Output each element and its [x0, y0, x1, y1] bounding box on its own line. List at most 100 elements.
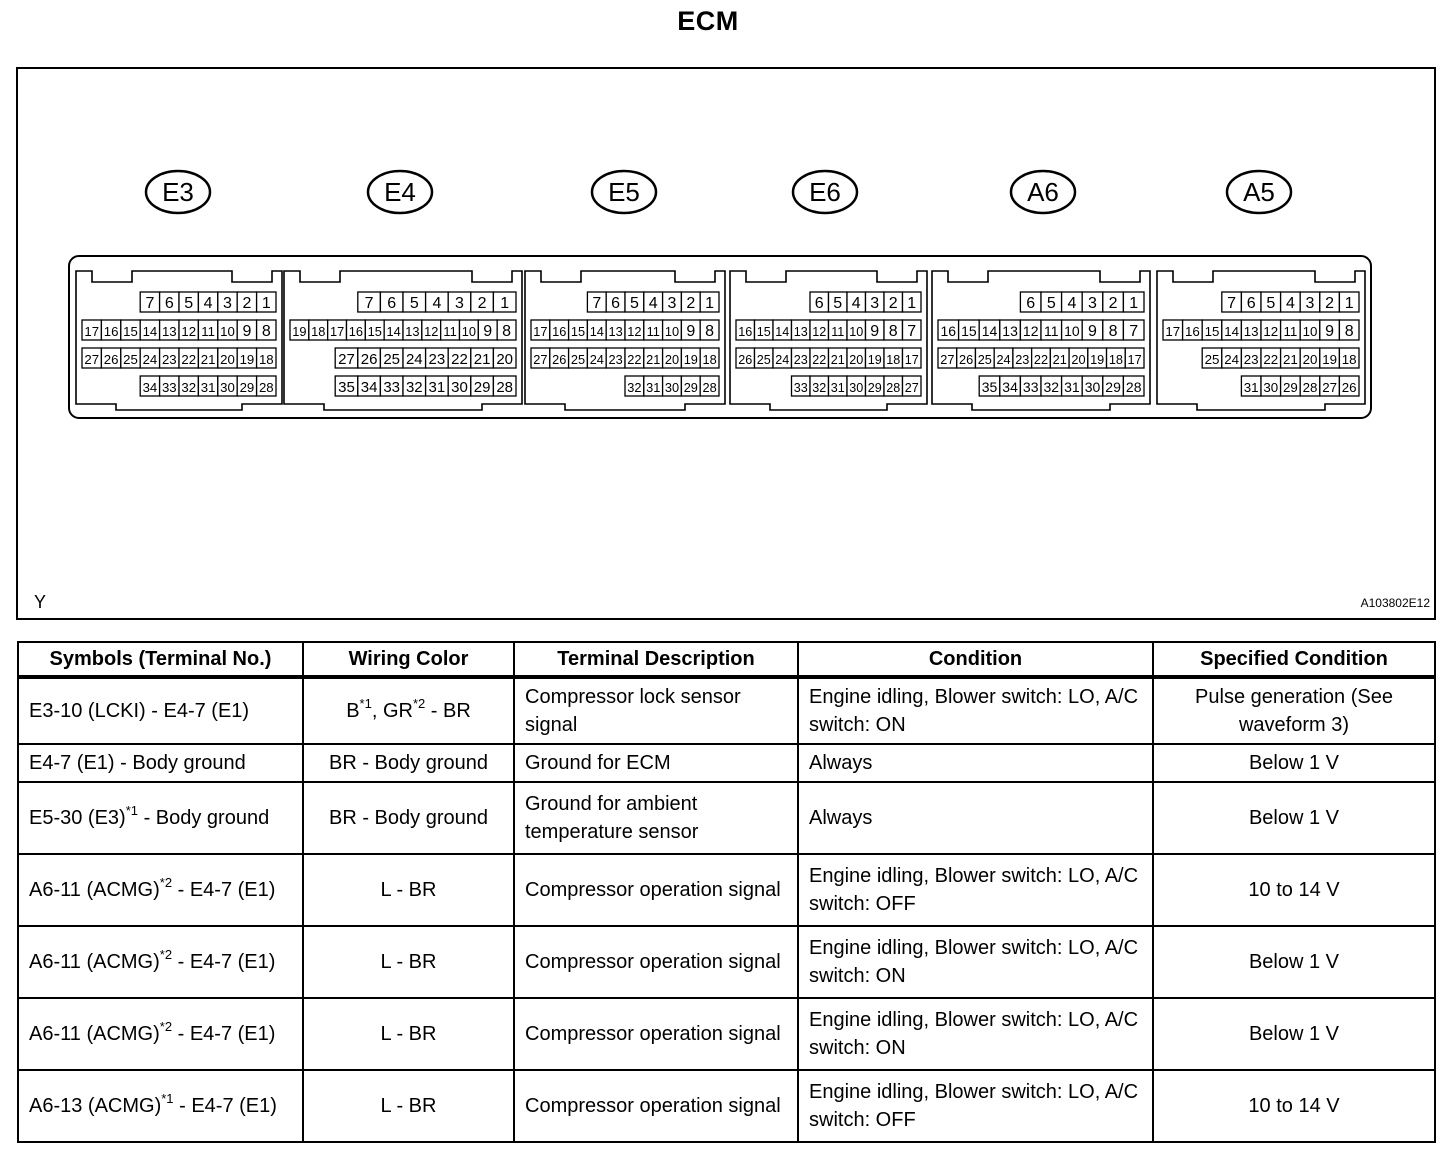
cell-specified-condition: 10 to 14 V [1152, 1069, 1436, 1143]
terminal-number: 30 [665, 380, 679, 395]
cell-terminal-description: Compressor operation signal [513, 997, 799, 1071]
terminal-number: 4 [432, 295, 441, 312]
terminal-number: 31 [1244, 380, 1259, 395]
table-header-row: Symbols (Terminal No.) Wiring Color Term… [17, 641, 1436, 679]
terminal-pin [901, 347, 922, 369]
terminal-number: 17 [905, 353, 919, 367]
terminal-number: 16 [941, 323, 957, 339]
terminal-number: 14 [982, 323, 998, 339]
terminal-number: 7 [145, 295, 154, 312]
terminal-number: 9 [1088, 323, 1097, 340]
terminal-number: 1 [262, 295, 271, 312]
text-part: - E4-7 (E1) [172, 879, 276, 901]
cell-wiring-color: BR - Body ground [302, 781, 515, 855]
terminal-number: 8 [262, 323, 271, 340]
terminal-number: 1 [907, 295, 916, 312]
terminal-number: 6 [1247, 295, 1256, 312]
terminal-number: 32 [627, 380, 641, 395]
terminal-number: 29 [1105, 379, 1121, 395]
terminal-pin [1122, 319, 1145, 341]
terminal-number: 26 [738, 353, 752, 367]
terminal-number: 10 [665, 324, 679, 339]
terminal-number: 17 [330, 324, 344, 339]
terminal-number: 26 [361, 351, 378, 368]
cell-symbol: A6-11 (ACMG)*2 - E4-7 (E1) [17, 925, 304, 999]
terminal-number: 22 [1034, 352, 1048, 367]
terminal-number: 20 [1303, 352, 1318, 367]
terminal-number: 5 [410, 295, 419, 312]
connector-block-outline [1156, 270, 1366, 411]
terminal-number: 15 [961, 323, 977, 339]
text-part: A6-13 (ACMG) [29, 1095, 162, 1117]
terminal-number: 11 [201, 324, 215, 339]
terminal-number: 10 [1064, 323, 1080, 339]
terminal-pin [1124, 347, 1145, 369]
terminal-number: 20 [496, 351, 513, 368]
header-condition: Condition [797, 641, 1154, 679]
terminal-pin [1338, 375, 1360, 397]
cell-specified-condition: Below 1 V [1152, 997, 1436, 1071]
terminal-number: 29 [868, 381, 882, 395]
connector-block-outline [283, 270, 523, 411]
terminal-number: 23 [608, 352, 622, 367]
corner-label: Y [34, 592, 47, 612]
terminal-number: 27 [84, 352, 99, 367]
terminal-number: 17 [1165, 324, 1180, 339]
cell-condition: Engine idling, Blower switch: LO, A/C sw… [797, 1069, 1154, 1143]
terminal-pin [1338, 347, 1360, 369]
terminal-number: 11 [443, 324, 456, 339]
terminal-number: 24 [996, 352, 1010, 367]
terminal-number: 11 [1283, 324, 1297, 339]
terminal-number: 30 [1263, 380, 1278, 395]
terminal-number: 7 [365, 295, 374, 312]
terminal-number: 6 [815, 295, 824, 312]
terminal-number: 25 [383, 351, 400, 368]
terminal-number: 10 [1303, 324, 1318, 339]
text-part: A6-11 (ACMG) [29, 1023, 160, 1045]
terminal-number: 4 [204, 295, 213, 312]
text-part: L - BR [380, 1095, 437, 1117]
terminal-number: 35 [338, 379, 355, 396]
terminal-number: 31 [429, 379, 446, 396]
terminal-number: 18 [886, 353, 900, 367]
terminal-spec-table: Symbols (Terminal No.) Wiring Color Term… [17, 641, 1436, 1143]
footnote-marker: *2 [159, 875, 173, 890]
text-part: - E4-7 (E1) [172, 951, 276, 973]
terminal-number: 26 [104, 352, 119, 367]
terminal-number: 28 [1303, 380, 1318, 395]
text-part: BR - Body ground [329, 752, 488, 774]
terminal-number: 18 [702, 352, 716, 367]
terminal-number: 34 [143, 380, 158, 395]
terminal-pin [496, 319, 517, 341]
terminal-number: 23 [429, 351, 446, 368]
terminal-number: 35 [982, 379, 998, 395]
text-part: , GR [371, 700, 413, 722]
terminal-number: 14 [775, 325, 789, 339]
connector-label-oval [1225, 169, 1293, 215]
terminal-number: 7 [592, 295, 601, 312]
terminal-number: 3 [455, 295, 464, 312]
connector-label-oval [144, 169, 212, 215]
connector-label: A6 [1027, 177, 1059, 207]
connector-label-oval [1009, 169, 1077, 215]
text-part: E5-30 (E3) [29, 807, 126, 829]
terminal-number: 2 [686, 295, 695, 312]
terminal-number: 21 [1283, 352, 1298, 367]
connector-block-outline [524, 270, 726, 411]
terminal-number: 2 [1109, 295, 1118, 312]
cell-terminal-description: Ground for ECM [513, 743, 799, 783]
terminal-number: 28 [496, 379, 513, 396]
terminal-number: 5 [1047, 295, 1056, 312]
terminal-number: 22 [812, 353, 826, 367]
cell-condition: Always [797, 743, 1154, 783]
terminal-pin [255, 347, 277, 369]
terminal-number: 1 [500, 295, 509, 312]
terminal-number: 7 [907, 323, 916, 340]
cell-specified-condition: Below 1 V [1152, 781, 1436, 855]
terminal-number: 33 [1023, 379, 1039, 395]
terminal-number: 26 [552, 352, 566, 367]
footnote-marker: *1 [359, 696, 372, 711]
terminal-number: 10 [462, 324, 476, 339]
connector-label-oval [366, 169, 434, 215]
